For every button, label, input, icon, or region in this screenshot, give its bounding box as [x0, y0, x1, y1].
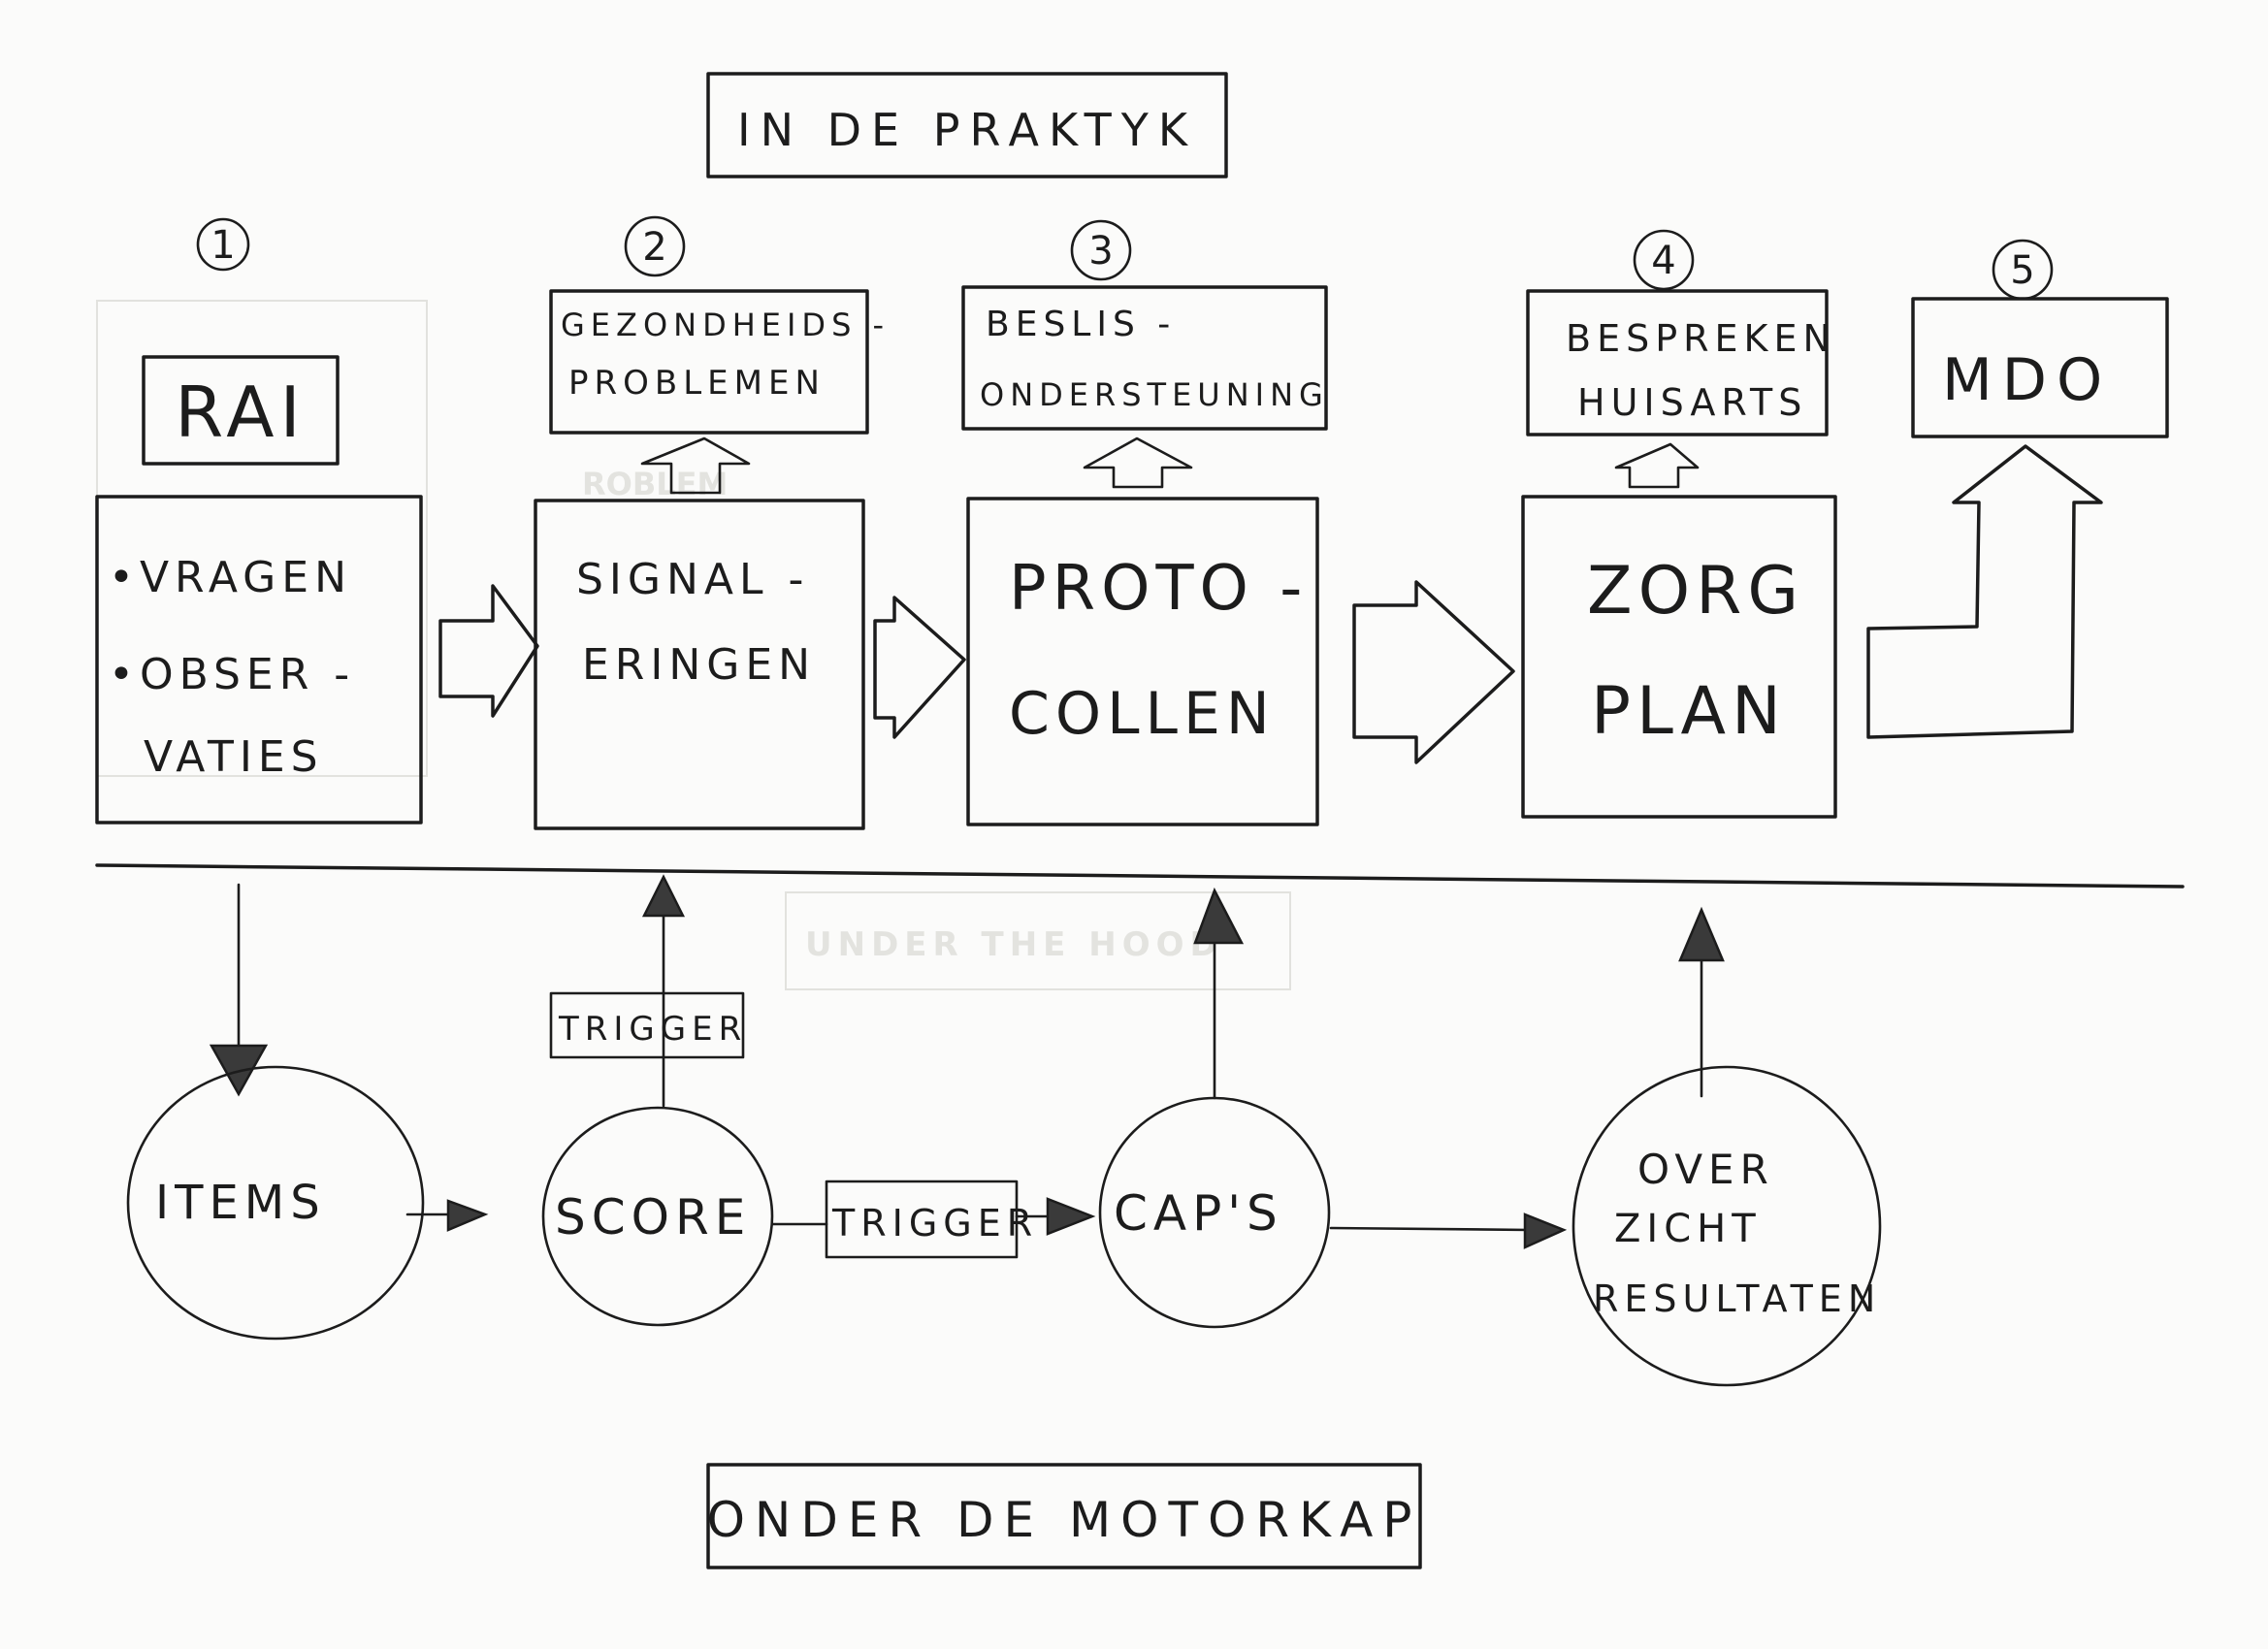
items-node: ITEMS — [126, 1065, 425, 1341]
step-number-3: 3 — [1070, 219, 1132, 281]
rai-label: RAI — [175, 372, 307, 453]
arrow-3-to-4 — [1352, 580, 1515, 764]
score-label: SCORE — [555, 1189, 751, 1245]
overzicht-node: OVER ZICHT RESULTATEN — [1571, 1065, 1882, 1387]
zorgplan-box: ZORG PLAN — [1521, 495, 1837, 819]
up-arrow-2 — [640, 436, 751, 495]
caps-node: CAP'S — [1098, 1096, 1331, 1329]
bottom-title: ONDER DE MOTORKAP — [707, 1492, 1422, 1548]
top-title: IN DE PRAKTYK — [737, 104, 1197, 156]
rai-box: •VRAGEN •OBSER - VATIES — [95, 495, 423, 824]
rai-label-box: RAI — [142, 355, 340, 466]
svg-text:OVER: OVER — [1637, 1146, 1774, 1193]
svg-text:ONDERSTEUNING: ONDERSTEUNING — [980, 376, 1329, 413]
items-to-score-arrow — [405, 1199, 489, 1232]
beslisondersteuning-box: BESLIS - ONDERSTEUNING — [961, 285, 1329, 431]
svg-text:5: 5 — [2010, 248, 2034, 293]
step-number-4: 4 — [1633, 229, 1695, 291]
divider-line — [95, 863, 2185, 889]
rai-to-items-arrow — [209, 883, 269, 1097]
svg-text:PROTO -: PROTO - — [1009, 553, 1308, 625]
svg-text:SIGNAL -: SIGNAL - — [576, 555, 809, 604]
up-arrow-3 — [1083, 436, 1193, 489]
items-label: ITEMS — [155, 1176, 326, 1230]
signaleringen-box: SIGNAL - ERINGEN — [534, 499, 865, 830]
mdo-label: MDO — [1942, 346, 2112, 414]
svg-text:VATIES: VATIES — [144, 732, 324, 782]
svg-text:•VRAGEN: •VRAGEN — [109, 553, 352, 602]
svg-text:RESULTATEN: RESULTATEN — [1593, 1277, 1881, 1320]
svg-text:ROBLEM: ROBLEM — [582, 466, 728, 502]
caps-label: CAP'S — [1114, 1185, 1283, 1242]
svg-text:4: 4 — [1651, 239, 1675, 283]
caps-to-protocollen-arrow — [1193, 887, 1245, 1100]
svg-text:ZICHT: ZICHT — [1614, 1207, 1762, 1251]
score-node: SCORE — [541, 1106, 774, 1327]
svg-text:ERINGEN: ERINGEN — [582, 640, 816, 690]
svg-text:1: 1 — [211, 223, 235, 268]
step-number-1: 1 — [196, 217, 250, 272]
caps-to-overzicht-arrow — [1329, 1212, 1568, 1249]
bottom-title-box: ONDER DE MOTORKAP — [706, 1463, 1422, 1569]
gezondheidsproblemen-box: GEZONDHEIDS - PROBLEMEN — [549, 289, 890, 435]
protocollen-box: PROTO - COLLEN — [966, 497, 1319, 826]
svg-text:•OBSER -: •OBSER - — [109, 650, 355, 699]
svg-text:COLLEN: COLLEN — [1009, 680, 1276, 748]
svg-text:PROBLEMEN: PROBLEMEN — [568, 364, 826, 403]
bespreken-huisarts-box: BESPREKEN HUISARTS — [1526, 289, 1836, 436]
svg-text:BESLIS -: BESLIS - — [986, 305, 1176, 344]
bent-arrow-to-mdo — [1866, 444, 2103, 739]
trigger-label-horizontal: TRIGGER — [831, 1202, 1038, 1245]
step-number-2: 2 — [624, 215, 686, 277]
svg-text:TRIGGER: TRIGGER — [558, 1010, 747, 1049]
svg-text:BESPREKEN: BESPREKEN — [1566, 317, 1836, 360]
up-arrow-4 — [1614, 442, 1700, 489]
svg-text:3: 3 — [1088, 229, 1113, 274]
svg-text:UNDER THE HOOD: UNDER THE HOOD — [805, 925, 1223, 964]
overzicht-to-zorgplan-arrow — [1678, 906, 1725, 1098]
svg-text:PLAN: PLAN — [1591, 673, 1787, 750]
svg-text:GEZONDHEIDS -: GEZONDHEIDS - — [561, 307, 890, 343]
arrow-1-to-2 — [438, 584, 539, 718]
svg-text:HUISARTS: HUISARTS — [1577, 381, 1807, 424]
score-to-caps-flow: TRIGGER — [770, 1180, 1096, 1259]
svg-text:2: 2 — [642, 225, 666, 270]
trigger-label-vertical: TRIGGER — [549, 991, 747, 1059]
arrow-2-to-3 — [873, 596, 966, 739]
mdo-box: MDO — [1911, 297, 2169, 438]
top-title-box: IN DE PRAKTYK — [706, 72, 1228, 178]
step-number-5: 5 — [1992, 239, 2054, 301]
svg-text:ZORG: ZORG — [1587, 553, 1804, 630]
score-to-signaleringen-arrow — [641, 874, 686, 1108]
ghost-marks: UNDER THE HOOD ROBLEM — [96, 300, 1291, 990]
